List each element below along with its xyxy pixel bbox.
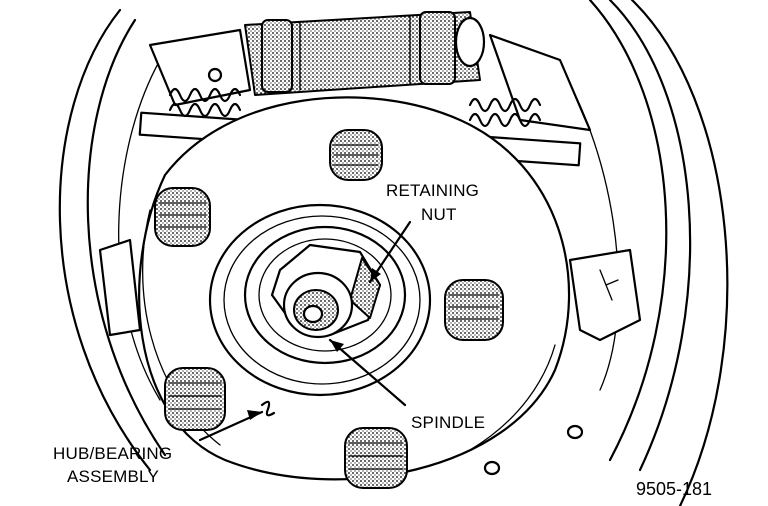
leader-lines bbox=[198, 220, 412, 442]
hub-center bbox=[208, 203, 432, 397]
wheel-stud bbox=[154, 187, 211, 247]
bolt-heads bbox=[483, 424, 584, 476]
spindle bbox=[282, 271, 354, 339]
callout-labels: RETAINING NUT SPINDLE HUB/BEARING ASSEMB… bbox=[53, 181, 712, 499]
wheel-cylinder bbox=[244, 11, 486, 96]
spindle-leader bbox=[328, 338, 407, 407]
spindle-label: SPINDLE bbox=[411, 413, 485, 432]
hub-bearing-label-line2: ASSEMBLY bbox=[67, 467, 159, 486]
retaining-nut-label-line2: NUT bbox=[421, 205, 457, 224]
wheel-stud bbox=[344, 427, 408, 489]
arrowhead bbox=[247, 410, 262, 420]
figure-id: 9505-181 bbox=[636, 479, 712, 499]
arrowhead bbox=[370, 268, 381, 282]
wheel-stud bbox=[444, 279, 504, 341]
arrowhead bbox=[330, 340, 344, 352]
wheel-stud bbox=[164, 367, 226, 431]
hub-bearing-label-line1: HUB/BEARING bbox=[53, 444, 172, 463]
retaining-nut-label-line1: RETAINING bbox=[386, 181, 479, 200]
wheel-studs bbox=[154, 129, 504, 489]
return-springs bbox=[168, 87, 542, 128]
wheel-stud bbox=[329, 129, 383, 181]
backing-plate bbox=[58, 0, 729, 506]
